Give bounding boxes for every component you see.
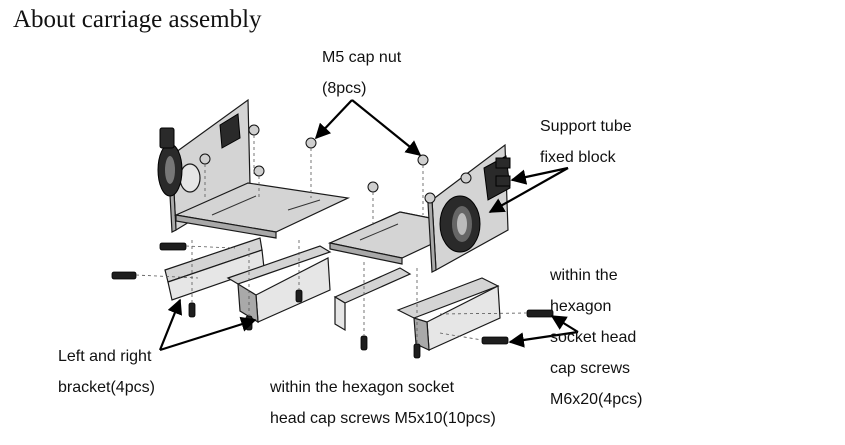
left-tube-clamp [157, 127, 183, 197]
arrow-support-block-1 [510, 166, 569, 185]
cap-nut-6 [417, 154, 429, 166]
arrow-support-block-2 [488, 167, 569, 213]
right-top-plate-edge [329, 242, 403, 265]
cap-nut-2 [199, 153, 211, 165]
left-plate-hole [179, 163, 201, 193]
left-bottom-screw-3 [295, 289, 303, 303]
left-carriage [111, 98, 351, 331]
arrow-cap-nut-left [314, 99, 353, 140]
left-side-screw-1 [159, 242, 187, 251]
left-mount-block [219, 113, 241, 149]
cap-nut-7 [424, 192, 436, 204]
right-top-slot [359, 223, 399, 241]
callout-arrows [158, 99, 579, 352]
right-bracket-a [333, 267, 412, 304]
right-bottom-screw-2 [413, 343, 421, 359]
right-side-screw-1 [526, 309, 554, 318]
cap-nut-1 [248, 124, 260, 136]
right-side-screw-2 [481, 336, 509, 345]
cap-nut-8 [460, 172, 472, 184]
cap-nut-5 [367, 181, 379, 193]
arrow-bracket-2 [159, 316, 257, 352]
right-tube-clamp [439, 195, 481, 253]
cap-nut-3 [253, 165, 265, 177]
label-support-tube: Support tube fixed block [540, 118, 632, 166]
cap-nut-4 [305, 137, 317, 149]
left-bracket-b-side [237, 282, 259, 324]
right-carriage [328, 143, 554, 359]
left-bottom-screw-1 [188, 302, 196, 318]
arrow-cap-nut-right [351, 99, 422, 156]
left-top-slot-1 [211, 195, 257, 216]
support-tube-fixed-block [483, 155, 511, 201]
label-cap-nut: M5 cap nut (8pcs) [322, 49, 402, 97]
right-bracket-a-face [334, 295, 346, 332]
page-title: About carriage assembly [13, 6, 262, 33]
left-side-screw-2 [111, 271, 137, 280]
right-bracket-b-side [413, 317, 430, 351]
label-m5-screws: within the hexagon socket head cap screw… [270, 379, 496, 427]
left-top-slot-2 [287, 199, 321, 211]
right-bottom-screw-1 [360, 335, 368, 351]
label-m6-screws: within the hexagon socket head cap screw… [550, 267, 643, 408]
arrow-m6-screw-2 [508, 330, 579, 348]
arrow-bracket-1 [158, 298, 183, 351]
left-top-plate-edge [175, 214, 277, 239]
label-bracket: Left and right bracket(4pcs) [58, 348, 155, 396]
left-bracket-b [226, 245, 332, 285]
arrow-m6-screw-1 [550, 315, 579, 333]
